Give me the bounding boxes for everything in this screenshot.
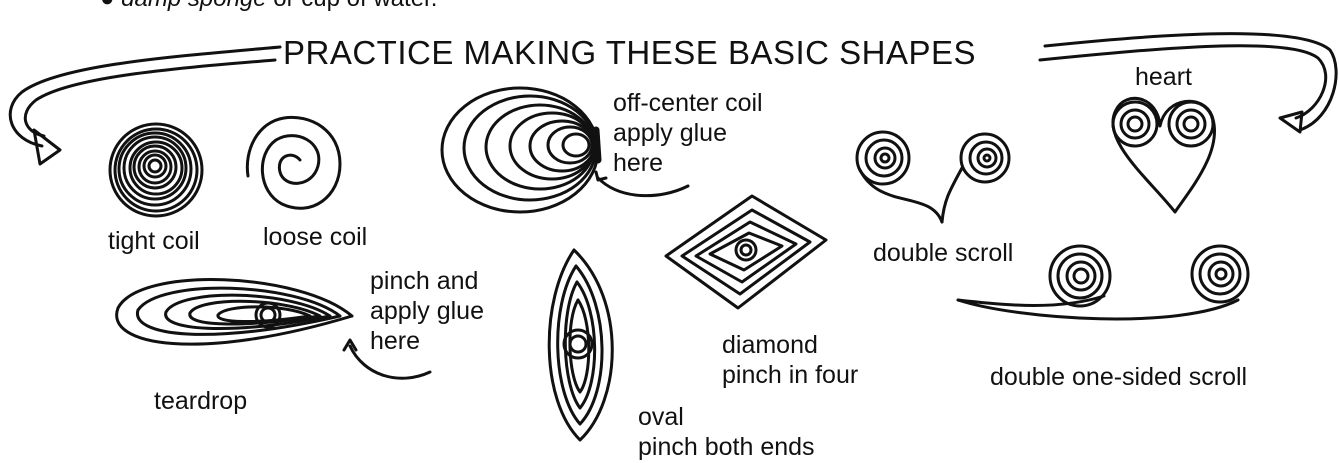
double-scroll-label: double scroll — [873, 238, 1013, 268]
teardrop-note-label: pinch and apply glue here — [370, 266, 484, 356]
diamond-drawing — [666, 196, 826, 308]
heart-label: heart — [1135, 62, 1192, 92]
loose-coil-label: loose coil — [263, 222, 367, 252]
off-center-coil-line-3: here — [613, 148, 763, 178]
diamond-label: diamond pinch in four — [722, 330, 858, 390]
off-center-coil-label: off-center coil apply glue here — [613, 88, 763, 178]
tight-coil-label: tight coil — [108, 226, 200, 256]
off-center-coil-line-1: off-center coil — [613, 88, 763, 118]
teardrop-note-line-1: pinch and — [370, 266, 484, 296]
loose-coil-drawing — [247, 117, 340, 208]
double-scroll-drawing — [857, 132, 1009, 222]
teardrop-note-line-2: apply glue — [370, 296, 484, 326]
diamond-line-2: pinch in four — [722, 360, 858, 390]
double-one-sided-scroll-label: double one-sided scroll — [990, 362, 1247, 392]
heart-drawing — [1113, 98, 1215, 212]
teardrop-note-line-3: here — [370, 326, 484, 356]
oval-drawing — [549, 250, 612, 440]
oval-line-1: oval — [638, 402, 815, 432]
diamond-line-1: diamond — [722, 330, 858, 360]
left-banner-arrow — [10, 47, 280, 164]
oval-label: oval pinch both ends — [638, 402, 815, 462]
off-center-coil-line-2: apply glue — [613, 118, 763, 148]
oval-line-2: pinch both ends — [638, 432, 815, 462]
teardrop-label: teardrop — [154, 386, 247, 416]
tight-coil-drawing — [110, 124, 202, 216]
